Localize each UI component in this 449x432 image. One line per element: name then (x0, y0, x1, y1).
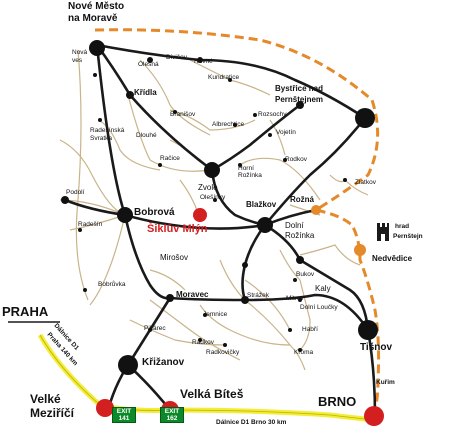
town-bobrovka: Bobrůvka (98, 281, 126, 288)
town-horni-rozinka-line1: Horní (238, 165, 254, 172)
town-bobrova: Bobrová (134, 207, 175, 218)
town-jemnice: Jemnice (203, 311, 228, 318)
town-branisov: Branišov (170, 111, 196, 118)
town-racice: Račice (160, 155, 180, 162)
town-olesna: Olešná (138, 61, 159, 68)
exit-141-sign: EXIT 141 (112, 407, 136, 423)
town-albrechtice: Albrechtice (212, 121, 245, 128)
town-radesinska-line2: Svratka (90, 135, 113, 142)
town-rozna: Rožná (290, 195, 314, 204)
town-nova-ves-line1: Nová (72, 49, 88, 56)
highlight-siklu-mlyn: Šiklův Mlýn (147, 223, 208, 235)
town-markers (61, 57, 304, 304)
exit-141-number: 141 (118, 415, 130, 422)
town-velke-mezirici-line1: Velké (30, 392, 61, 406)
town-podoli: Podolí (66, 189, 85, 196)
town-radkov: Radkov (192, 339, 215, 346)
town-velke-mezirici-line2: Meziříčí (30, 406, 75, 420)
town-krizanov: Křižanov (142, 357, 185, 368)
exit-141-top: EXIT (116, 408, 132, 415)
town-nedvedice: Nedvědice (372, 254, 413, 263)
town-kroma: Krōma (294, 349, 314, 356)
major-town-markers (89, 40, 378, 375)
town-kurim: Kuřim (376, 379, 395, 386)
town-dolni-rozinka-line2: Rožínka (285, 231, 315, 240)
main-roads (63, 43, 377, 417)
town-kridla: Křídla (134, 88, 157, 97)
town-tisnov: Tišnov (360, 342, 393, 353)
village-markers (78, 73, 347, 352)
town-blazkov: Blažkov (246, 200, 277, 209)
castle-icon (377, 223, 389, 241)
town-vojetin: Vojetín (276, 129, 296, 136)
exit-162-number: 162 (166, 415, 178, 422)
town-habri: Habří (302, 326, 318, 333)
town-moravec: Moravec (176, 290, 209, 299)
exit-162-top: EXIT (164, 408, 180, 415)
town-horni-rozinka-line2: Rožínka (238, 172, 262, 179)
town-rovne: Rovné (194, 58, 213, 65)
town-nove-mesto-line1: Nové Město (68, 1, 125, 12)
dashed-route (94, 28, 381, 416)
town-radkovicky: Radkovičky (206, 349, 240, 356)
town-dlouhe: Dlouhé (136, 132, 157, 139)
town-mirosov: Mirošov (160, 253, 189, 262)
town-olesinky: Olešínky (200, 194, 226, 201)
town-strazek: Strážek (247, 292, 270, 299)
town-radesinska-line1: Radešínská (90, 127, 125, 134)
town-pikarec: Pikárec (144, 325, 166, 332)
town-nova-ves-line2: ves (72, 57, 83, 64)
town-zlatkov: Zlatkov (355, 179, 376, 186)
town-velka-bites: Velká Bíteš (180, 387, 244, 401)
town-bukov: Bukov (296, 271, 315, 278)
exit-162-sign: EXIT 162 (160, 407, 184, 423)
town-bystrice-line1: Bystřice nad (275, 84, 324, 93)
town-dolni-rozinka-line1: Dolní (285, 221, 304, 230)
town-dolni-loucky: Dolní Loučky (300, 304, 338, 311)
town-nove-mesto-line2: na Moravě (68, 13, 118, 24)
town-kundratice: Kundratice (208, 74, 240, 81)
town-kaly: Kaly (315, 284, 331, 293)
highway-brno-label: Dálnice D1 Brno 30 km (216, 419, 287, 426)
town-brno: BRNO (318, 394, 357, 409)
town-zvole: Zvole (198, 183, 218, 192)
town-rodkov: Rodkov (285, 156, 308, 163)
town-radesin: Radešín (78, 221, 103, 228)
town-mitrov: Mitrov (286, 295, 304, 302)
route-markers (311, 205, 366, 256)
town-hrad-line1: hrad (395, 223, 410, 230)
siklu-mlyn-marker (193, 208, 207, 222)
town-rozsochy: Rozsochy (258, 111, 287, 118)
town-bystrice-line2: Pernštejnem (275, 95, 324, 104)
town-divisov: Divišov (166, 54, 187, 61)
town-praha: PRAHA (2, 304, 49, 319)
town-hrad-line2: Pernštejn (393, 233, 423, 240)
